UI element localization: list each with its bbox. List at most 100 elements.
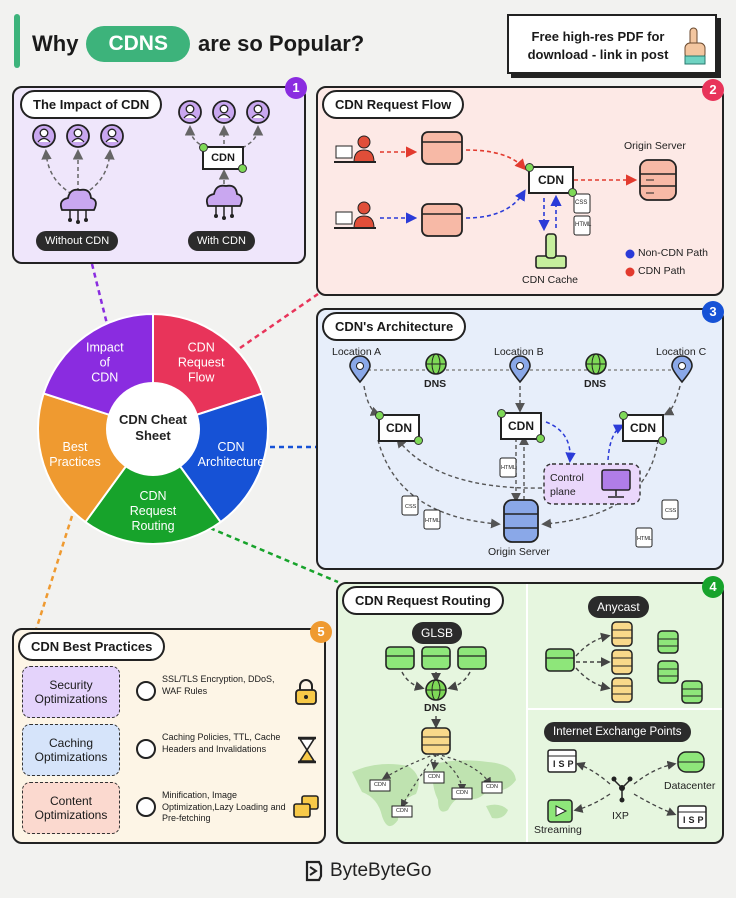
legend-noncdn-label: Non-CDN Path xyxy=(638,247,709,259)
routing-dns-label: DNS xyxy=(424,702,447,714)
arch-css-2: CSS xyxy=(665,508,677,514)
practice-text: Minification, Image Optimization,Lazy Lo… xyxy=(162,790,286,824)
title-pre: Why xyxy=(32,31,79,56)
arch-html-2: HTML xyxy=(425,518,440,524)
isp-icon-1 xyxy=(547,749,577,773)
isp-label-1: ISP xyxy=(553,759,577,769)
map-cdn-4: CDN xyxy=(486,784,498,790)
page-title: Why CDNS are so Popular? xyxy=(32,24,364,64)
routing-panel: CDN Request Routing xyxy=(336,582,724,844)
isp-icon-2 xyxy=(677,805,707,829)
with-cdn-label: With CDN xyxy=(188,231,255,251)
routing-globe-icon xyxy=(425,679,447,701)
arch-origin-icon xyxy=(503,499,539,543)
ixp-icon xyxy=(611,776,633,803)
section-number-2: 2 xyxy=(702,79,724,101)
title-badge: CDNS xyxy=(86,26,190,62)
practice-row-caching: Caching Optimizations Caching Policies, … xyxy=(22,724,324,776)
arch-cdn-a: CDN xyxy=(375,411,423,445)
practices-panel: CDN Best Practices Security Optimization… xyxy=(12,628,326,844)
bytebytego-logo-icon xyxy=(305,860,323,882)
ixp-title-label: Internet Exchange Points xyxy=(544,722,691,742)
arch-origin-label: Origin Server xyxy=(488,546,550,558)
arch-html-1: HTML xyxy=(501,465,516,471)
streaming-label: Streaming xyxy=(534,824,582,836)
arch-loc-b: Location B xyxy=(494,346,544,358)
without-cdn-label: Without CDN xyxy=(36,231,119,251)
radio-icon xyxy=(136,739,156,759)
section-number-1: 1 xyxy=(285,77,307,99)
practice-row-security: Security Optimizations SSL/TLS Encryptio… xyxy=(22,666,324,718)
arch-loc-c: Location C xyxy=(656,346,707,358)
footer-brand-text: ByteByteGo xyxy=(330,860,432,881)
isp-label-2: ISP xyxy=(683,815,707,825)
flow-cache-label: CDN Cache xyxy=(522,274,579,286)
datacenter-label: Datacenter xyxy=(664,780,716,792)
arch-cdn-c: CDN xyxy=(619,411,667,445)
flow-panel: CDN Request Flow CDN Origin Server CDN C… xyxy=(316,86,724,296)
arch-diagram xyxy=(349,353,693,548)
practice-row-content: Content Optimizations Minification, Imag… xyxy=(22,782,324,834)
origin-server-icon xyxy=(639,159,677,201)
folders-icon xyxy=(293,795,319,818)
map-cdn-1: CDN xyxy=(374,782,386,788)
practice-text: SSL/TLS Encryption, DDoS, WAF Rules xyxy=(162,674,275,696)
file-icons xyxy=(573,193,591,236)
impact-cdn-box: CDN xyxy=(199,143,247,173)
arch-dns-1: DNS xyxy=(424,378,447,390)
promo-box[interactable]: Free high-res PDF for download - link in… xyxy=(507,14,717,74)
datacenter-icon xyxy=(677,751,705,773)
flow-html-label: HTML xyxy=(575,222,592,228)
routing-title: CDN Request Routing xyxy=(342,586,504,615)
without-users xyxy=(32,124,124,148)
practice-text: Caching Policies, TTL, Cache Headers and… xyxy=(162,732,281,754)
anycast-label: Anycast xyxy=(588,596,649,618)
arch-control-label: Control plane xyxy=(550,472,584,498)
practice-tag: Security Optimizations xyxy=(22,666,120,718)
routing-divider xyxy=(526,584,528,842)
cdn-cache-icon xyxy=(535,233,567,269)
section-number-5: 5 xyxy=(310,621,332,643)
arch-panel: CDN's Architecture Location A Location B… xyxy=(316,308,724,570)
promo-text: Free high-res PDF for download - link in… xyxy=(527,29,669,62)
footer-brand: ByteByteGo xyxy=(304,858,431,884)
map-cdn-2: CDN xyxy=(428,774,440,780)
hand-pointer-icon xyxy=(684,27,706,65)
practices-title: CDN Best Practices xyxy=(18,632,166,661)
arch-title: CDN's Architecture xyxy=(322,312,467,341)
arch-dns-2: DNS xyxy=(584,378,607,390)
map-cdn-3: CDN xyxy=(456,790,468,796)
radio-icon xyxy=(136,797,156,817)
section-number-4: 4 xyxy=(702,576,724,598)
streaming-icon xyxy=(547,799,573,823)
flow-title: CDN Request Flow xyxy=(322,90,465,119)
legend-cdn-label: CDN Path xyxy=(638,265,686,277)
glsb-label: GLSB xyxy=(412,622,463,644)
routing-diagram xyxy=(352,621,707,829)
ixp-label: IXP xyxy=(612,810,629,822)
impact-title: The Impact of CDN xyxy=(20,90,163,119)
arch-css-1: CSS xyxy=(405,504,417,510)
flow-css-label: CSS xyxy=(575,200,588,206)
legend-noncdn-dot xyxy=(625,249,635,259)
wheel-segment xyxy=(84,427,222,545)
arch-loc-a: Location A xyxy=(332,346,382,358)
practice-tag: Caching Optimizations xyxy=(22,724,120,776)
section-number-3: 3 xyxy=(702,301,724,323)
arch-cdn-b: CDN xyxy=(497,409,545,443)
flow-cdn-box: CDN xyxy=(525,163,577,197)
practice-tag: Content Optimizations xyxy=(22,782,120,834)
header-accent-bar xyxy=(14,14,20,68)
title-post: are so Popular? xyxy=(197,31,365,56)
hourglass-icon xyxy=(298,736,316,764)
radio-icon xyxy=(136,681,156,701)
with-users xyxy=(178,100,270,124)
flow-origin-label: Origin Server xyxy=(624,140,686,152)
